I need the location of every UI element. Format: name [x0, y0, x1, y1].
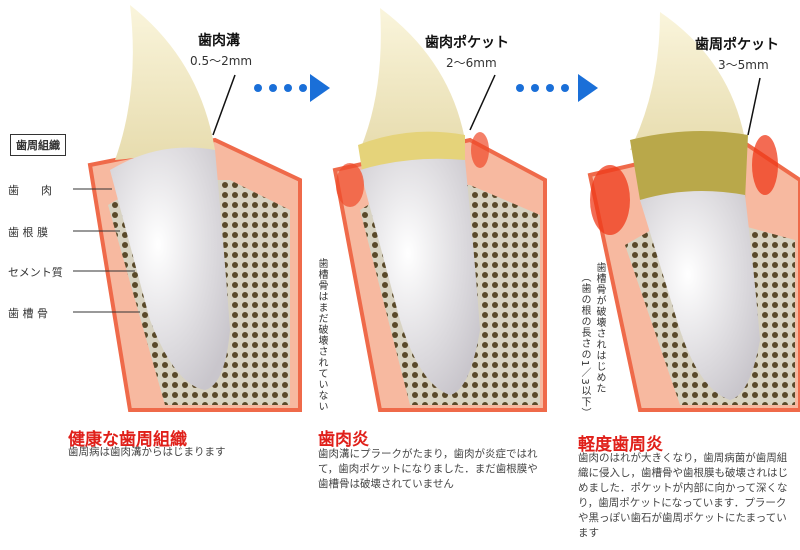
periodontitis-body: 歯肉のはれが大きくなり，歯周病菌が歯周組織に侵入し，歯槽骨や歯根膜も破壊されはじ…	[578, 452, 788, 539]
progress-arrow-2	[516, 74, 598, 102]
periodontitis-title: 軽度歯周炎	[578, 435, 663, 455]
progress-arrow-1	[254, 74, 330, 102]
legend-lines	[73, 188, 140, 313]
periodontal-pocket-label: 歯周ポケット	[695, 37, 779, 53]
legend-alveolar-bone: 歯 槽 骨	[8, 307, 48, 320]
periodontitis-tooth	[587, 12, 800, 412]
healthy-tooth	[87, 5, 302, 412]
gingival-sulcus-label: 歯肉溝	[198, 33, 240, 49]
bone-destruction-subnote: （歯の根の長さの1／3以下）	[579, 272, 590, 419]
gingival-pocket-depth: 2〜6mm	[446, 56, 497, 70]
gingivitis-title: 歯肉炎	[318, 430, 369, 450]
sulcus-depth: 0.5〜2mm	[190, 54, 253, 68]
legend-pdl: 歯 根 膜	[8, 226, 48, 239]
gingivitis-tooth	[332, 8, 547, 412]
bone-intact-note: 歯槽骨はまだ破壊されていない	[316, 258, 327, 412]
periodontal-pocket-depth: 3〜5mm	[718, 58, 769, 72]
pointer-line	[469, 74, 496, 131]
legend-cementum: セメント質	[8, 266, 63, 279]
gingivitis-body: 歯肉溝にプラークがたまり，歯肉が炎症ではれて，歯肉ポケットになりました．まだ歯根…	[318, 448, 538, 490]
pointer-line	[747, 77, 761, 136]
gingival-pocket-label: 歯肉ポケット	[425, 35, 509, 51]
healthy-title: 健康な歯周組織	[68, 430, 187, 450]
legend-header: 歯周組織	[10, 134, 66, 156]
healthy-body: 歯周病は歯肉溝からはじまります	[68, 446, 226, 458]
pointer-line	[212, 74, 236, 136]
legend-gingiva: 歯 肉	[8, 184, 52, 197]
bone-destruction-note: 歯槽骨が破壊されはじめた	[594, 262, 605, 394]
